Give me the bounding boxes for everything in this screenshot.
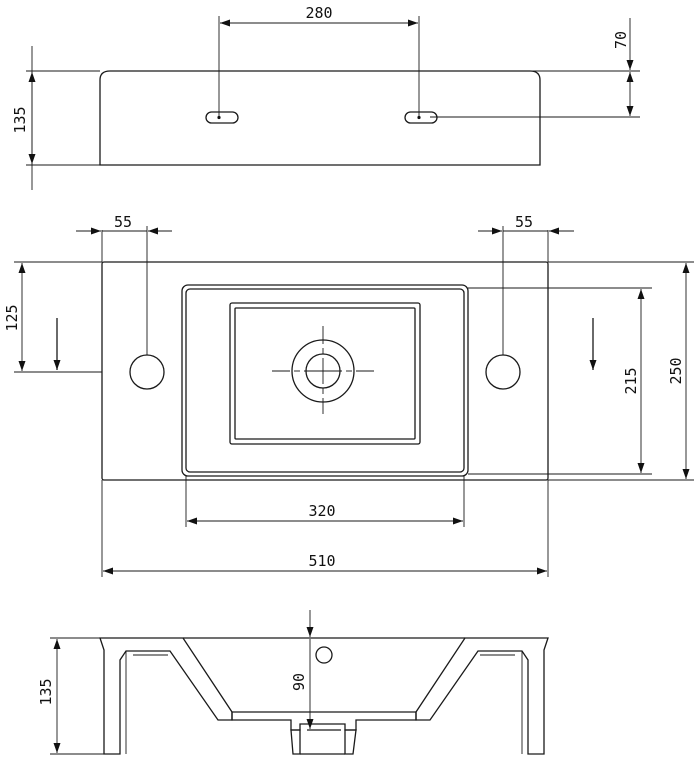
dim-tap-hole-spacing: 280 [305,4,332,22]
right-overflow-hole [485,354,521,390]
bowl-rim-inner [185,288,465,473]
top-view-outline [99,70,541,166]
section-view: 135 90 [37,610,549,755]
bowl-bottom-outer [229,302,421,445]
section-overflow-hole [315,646,333,664]
dim-drain-depth: 90 [290,673,308,691]
dim-total-width: 510 [308,552,335,570]
dim-total-depth: 250 [667,357,685,384]
dim-overflow-height: 125 [3,304,21,331]
dim-top-height: 135 [11,106,29,133]
bowl-bottom-inner [234,307,416,440]
dim-inner-bowl-depth: 215 [622,367,640,394]
left-tap-hole [205,111,239,124]
bowl-rim-outer [181,284,469,477]
right-tap-hole [404,111,438,124]
section-drain-outlet [290,729,357,755]
section-left-wall [99,637,233,755]
top-view: 280 135 70 [11,4,640,190]
section-bottom [231,711,417,731]
front-view: 55 55 125 215 250 320 51 [3,213,694,577]
section-right-wall [415,637,549,755]
dim-right-overflow-offset: 55 [515,213,533,231]
basin-outline [101,261,549,481]
left-overflow-hole [129,354,165,390]
dim-section-height: 135 [37,678,55,705]
dim-inner-bowl-width: 320 [308,502,335,520]
dim-tap-hole-height: 70 [612,31,630,49]
dim-left-overflow-offset: 55 [114,213,132,231]
